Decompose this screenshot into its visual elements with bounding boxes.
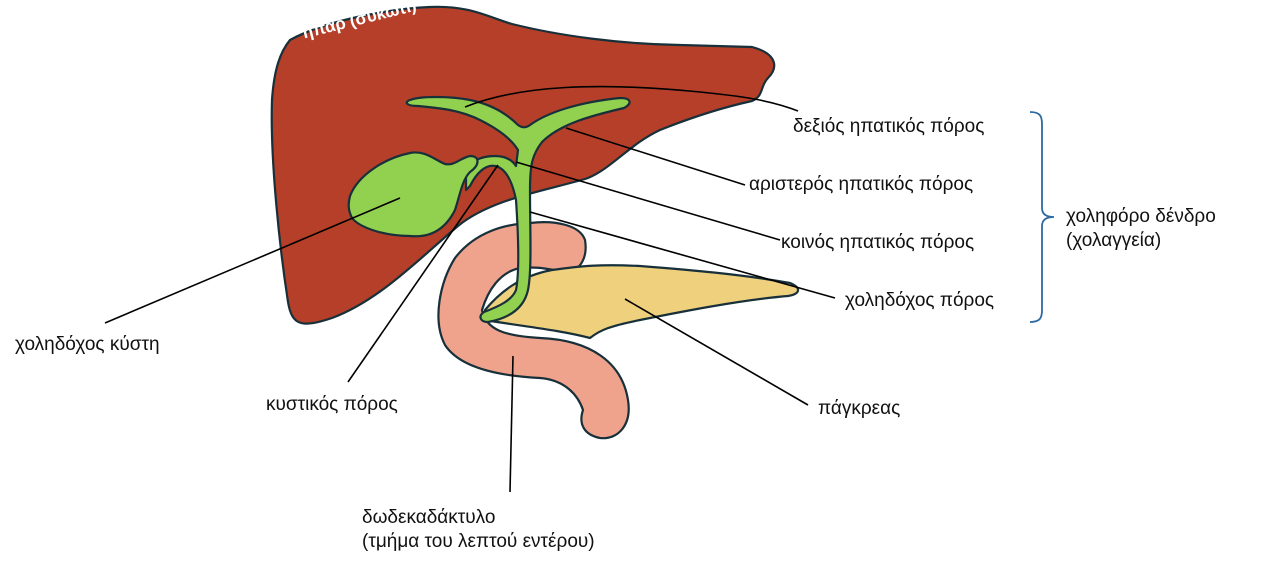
biliary-tree-brace	[1029, 111, 1055, 323]
biliary-tree-line2: (χολαγγεία)	[1066, 230, 1162, 251]
label-biliary-tree: χοληφόρο δένδρο (χολαγγεία)	[1066, 205, 1216, 253]
duodenum-line1: δωδεκαδάκτυλο	[362, 507, 496, 528]
gallbladder	[347, 151, 479, 238]
leader-gallbladder	[104, 197, 401, 324]
label-common-hepatic-duct: κοινός ηπατικός πόρος	[781, 232, 975, 253]
leader-common-bile-duct	[529, 211, 836, 299]
leader-cystic-duct	[347, 164, 499, 383]
label-pancreas: πάγκρεας	[818, 398, 901, 419]
label-duodenum: δωδεκαδάκτυλο (τμήμα του λεπτού εντέρου)	[362, 506, 595, 554]
label-gallbladder: χοληδόχος κύστη	[15, 334, 160, 355]
leader-left-hepatic-duct	[565, 127, 746, 186]
label-cystic-duct: κυστικός πόρος	[266, 394, 398, 415]
leader-common-hepatic-duct	[515, 161, 781, 241]
bile-ducts	[405, 95, 631, 324]
leader-duodenum	[509, 355, 514, 493]
label-common-bile-duct: χοληδόχος πόρος	[845, 290, 995, 311]
duodenum-line2: (τμήμα του λεπτού εντέρου)	[362, 531, 595, 552]
leader-right-hepatic-duct	[464, 85, 799, 112]
pancreas	[483, 264, 800, 340]
biliary-tree-line1: χοληφόρο δένδρο	[1066, 206, 1216, 227]
label-left-hepatic-duct: αριστερός ηπατικός πόρος	[749, 174, 974, 195]
leader-pancreas	[624, 298, 809, 406]
label-right-hepatic-duct: δεξιός ηπατικός πόρος	[793, 116, 985, 137]
